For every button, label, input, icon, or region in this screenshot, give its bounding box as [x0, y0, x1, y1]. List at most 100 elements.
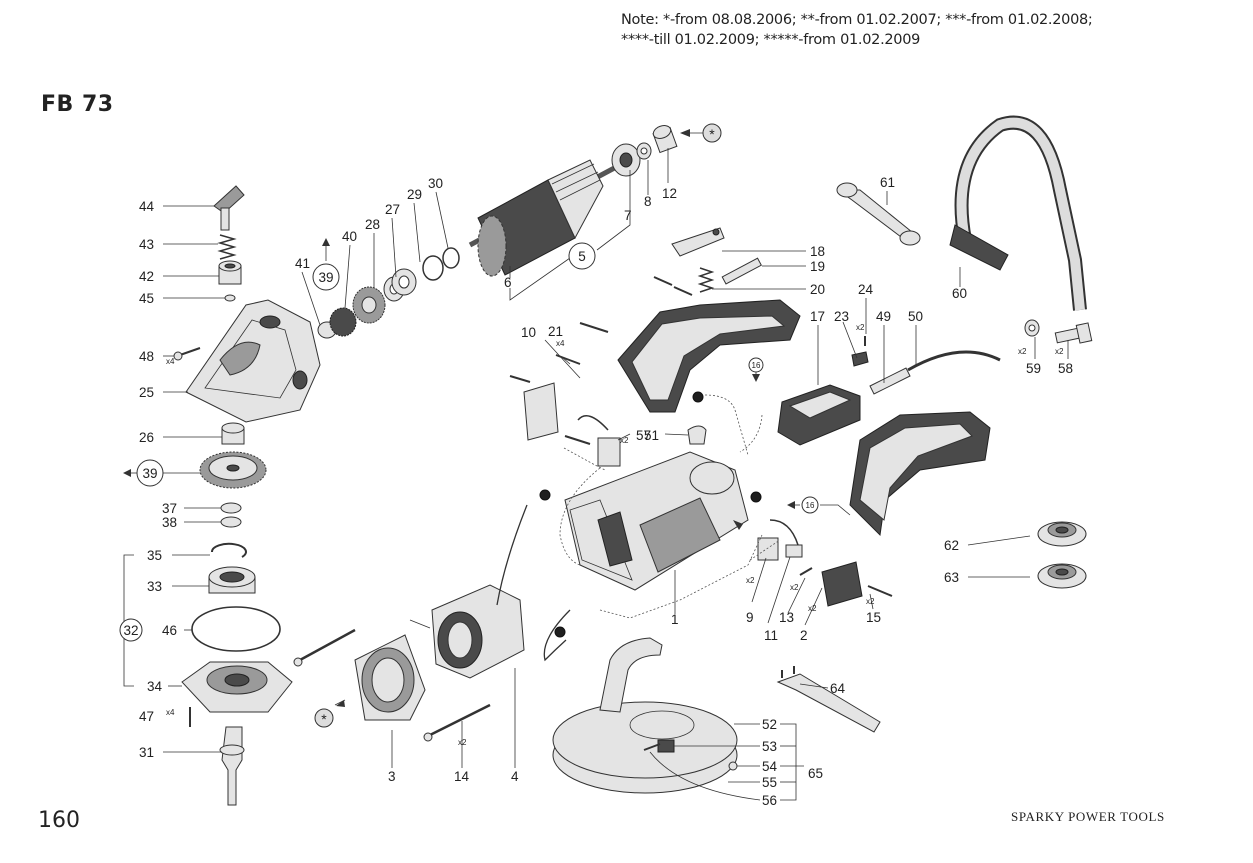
part-50-cable: [907, 350, 1001, 372]
part-46-o-ring: [191, 606, 281, 652]
label-28: 28: [365, 217, 380, 232]
part-17-switch: [777, 384, 861, 446]
label-12: 12: [662, 186, 677, 201]
label-30: 30: [428, 176, 443, 191]
label-38: 38: [162, 515, 177, 530]
part-11-brush: [769, 519, 803, 558]
part-23-clamp: [851, 351, 869, 367]
label-60: 60: [952, 286, 967, 301]
label-7: 7: [624, 208, 632, 223]
part-25-gear-housing: [185, 299, 321, 423]
part-40-bearing: [352, 286, 386, 324]
label-15: 15: [866, 610, 881, 625]
part-16-handle-upper: [617, 299, 801, 413]
part-63-flange: [1037, 563, 1087, 589]
part-13-screw: [799, 567, 813, 576]
part-2-brush-cover: [821, 561, 863, 607]
dot-marker-icon: [750, 491, 762, 503]
part-57-brush-holder: [577, 415, 621, 467]
label-46: 46: [162, 623, 177, 638]
qty-13: x2: [790, 583, 799, 592]
qty-2: x2: [808, 604, 817, 613]
part-3-air-guide: [354, 634, 426, 721]
part-54-nut: [728, 761, 738, 771]
part-35-circlip: [210, 542, 247, 558]
svg-text:5: 5: [578, 249, 586, 264]
dot-marker-icon: [539, 489, 551, 501]
label-37: 37: [162, 501, 177, 516]
part-screw-f: [564, 435, 591, 445]
svg-text:39: 39: [318, 270, 333, 285]
label-41: 41: [295, 256, 310, 271]
label-1: 1: [671, 612, 679, 627]
part-7-bearing: [611, 143, 641, 177]
label-17: 17: [810, 309, 825, 324]
part-48-screw: [173, 347, 201, 361]
label-2: 2: [800, 628, 808, 643]
callout-16-side: 16: [801, 496, 819, 514]
label-53: 53: [762, 739, 777, 754]
qty-24: x2: [856, 323, 865, 332]
label-25: 25: [139, 385, 154, 400]
svg-text:16: 16: [752, 361, 761, 370]
qty-14: x2: [458, 738, 467, 747]
part-drawings: [173, 115, 1093, 806]
label-24: 24: [858, 282, 874, 297]
part-long-screw: [299, 628, 356, 662]
label-51: 51: [644, 428, 659, 443]
label-54: 54: [762, 759, 778, 774]
qty-58: x2: [1055, 347, 1064, 356]
label-47: 47: [139, 709, 154, 724]
label-4: 4: [511, 769, 519, 784]
label-9: 9: [746, 610, 754, 625]
label-23: 23: [834, 309, 849, 324]
svg-text:39: 39: [142, 466, 157, 481]
part-53-clamp: [643, 739, 675, 753]
revision-note-line-2: ****-till 01.02.2009; *****-from 01.02.2…: [621, 32, 921, 48]
qty-47: x4: [166, 708, 175, 717]
part-51-cap: [687, 425, 707, 445]
label-42: 42: [139, 269, 154, 284]
svg-text:*: *: [321, 711, 327, 727]
part-8-washer: [636, 142, 652, 160]
part-long-screw-head: [293, 657, 303, 667]
part-19-pin: [721, 257, 762, 285]
part-number-labels: 44 43 42 45 48 x4 25 26 37 38 35 33 46 3…: [139, 175, 1073, 808]
label-48: 48: [139, 349, 154, 364]
label-44: 44: [139, 199, 155, 214]
label-6: 6: [504, 275, 512, 290]
qty-48: x4: [166, 357, 175, 366]
part-10-cover-plate: [523, 382, 559, 441]
revision-note-line-1: Note: *-from 08.08.2006; **-from 01.02.2…: [621, 12, 1093, 28]
callout-39-left: 39: [136, 459, 164, 487]
part-screw-e: [509, 375, 531, 383]
label-10: 10: [521, 325, 536, 340]
part-screw-b: [673, 286, 693, 296]
dot-marker-icon: [554, 626, 566, 638]
part-30-circlip: [442, 247, 460, 269]
part-14-screw-head: [423, 732, 433, 742]
arrow-markers: [123, 129, 795, 707]
label-56: 56: [762, 793, 777, 808]
svg-text:*: *: [709, 126, 715, 142]
brand-footer: SPARKY POWER TOOLS: [1011, 809, 1165, 824]
part-39-bevel-gear: [199, 451, 267, 489]
label-63: 63: [944, 570, 959, 585]
qty-15: x2: [866, 597, 875, 606]
label-34: 34: [147, 679, 163, 694]
part-42-bushing: [218, 260, 242, 285]
part-16-handle-lower: [849, 411, 991, 537]
part-43-spring: [217, 234, 237, 260]
part-58-bolt: [1054, 322, 1093, 344]
label-8: 8: [644, 194, 652, 209]
callout-32: 32: [119, 618, 143, 642]
label-58: 58: [1058, 361, 1073, 376]
label-49: 49: [876, 309, 891, 324]
part-52-dust-shroud: [552, 637, 738, 794]
assembly-guide-lines: [559, 394, 781, 619]
part-29-ring: [422, 255, 444, 281]
label-45: 45: [139, 291, 154, 306]
label-27: 27: [385, 202, 400, 217]
label-40: 40: [342, 229, 357, 244]
